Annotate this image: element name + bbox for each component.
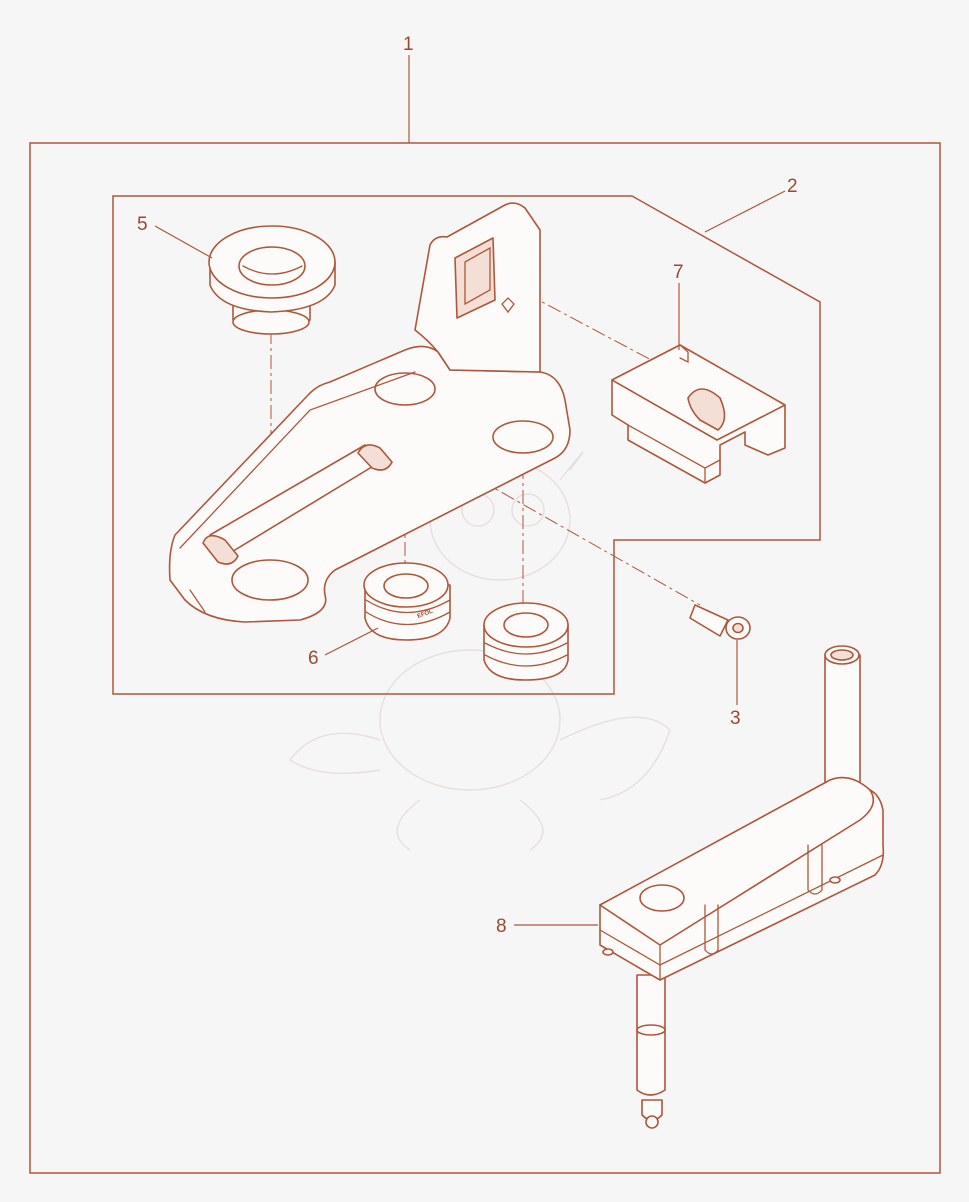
round-bushing	[483, 602, 569, 681]
callout-6: 6	[308, 648, 319, 669]
part-6-marked-bushing: EFOL	[363, 562, 451, 641]
subassembly-frame	[112, 195, 821, 695]
part-5-flanged-bushing	[208, 225, 336, 335]
callout-8: 8	[496, 916, 507, 937]
part-7-clamp-block	[611, 344, 786, 484]
watermark-dragon	[288, 451, 671, 851]
callout-2: 2	[787, 176, 798, 197]
part-8-arm-assembly	[599, 645, 885, 1129]
callout-1: 1	[403, 34, 414, 55]
svg-text:EFOL: EFOL	[417, 609, 434, 620]
mounting-bracket	[168, 202, 571, 623]
leader-2	[704, 190, 786, 233]
callout-5: 5	[137, 214, 148, 235]
kit-frame	[29, 142, 941, 1174]
part-3-screw	[689, 604, 751, 640]
leader-6	[324, 627, 379, 656]
callout-7: 7	[673, 262, 684, 283]
callout-3: 3	[730, 708, 741, 729]
leader-5	[154, 225, 213, 259]
